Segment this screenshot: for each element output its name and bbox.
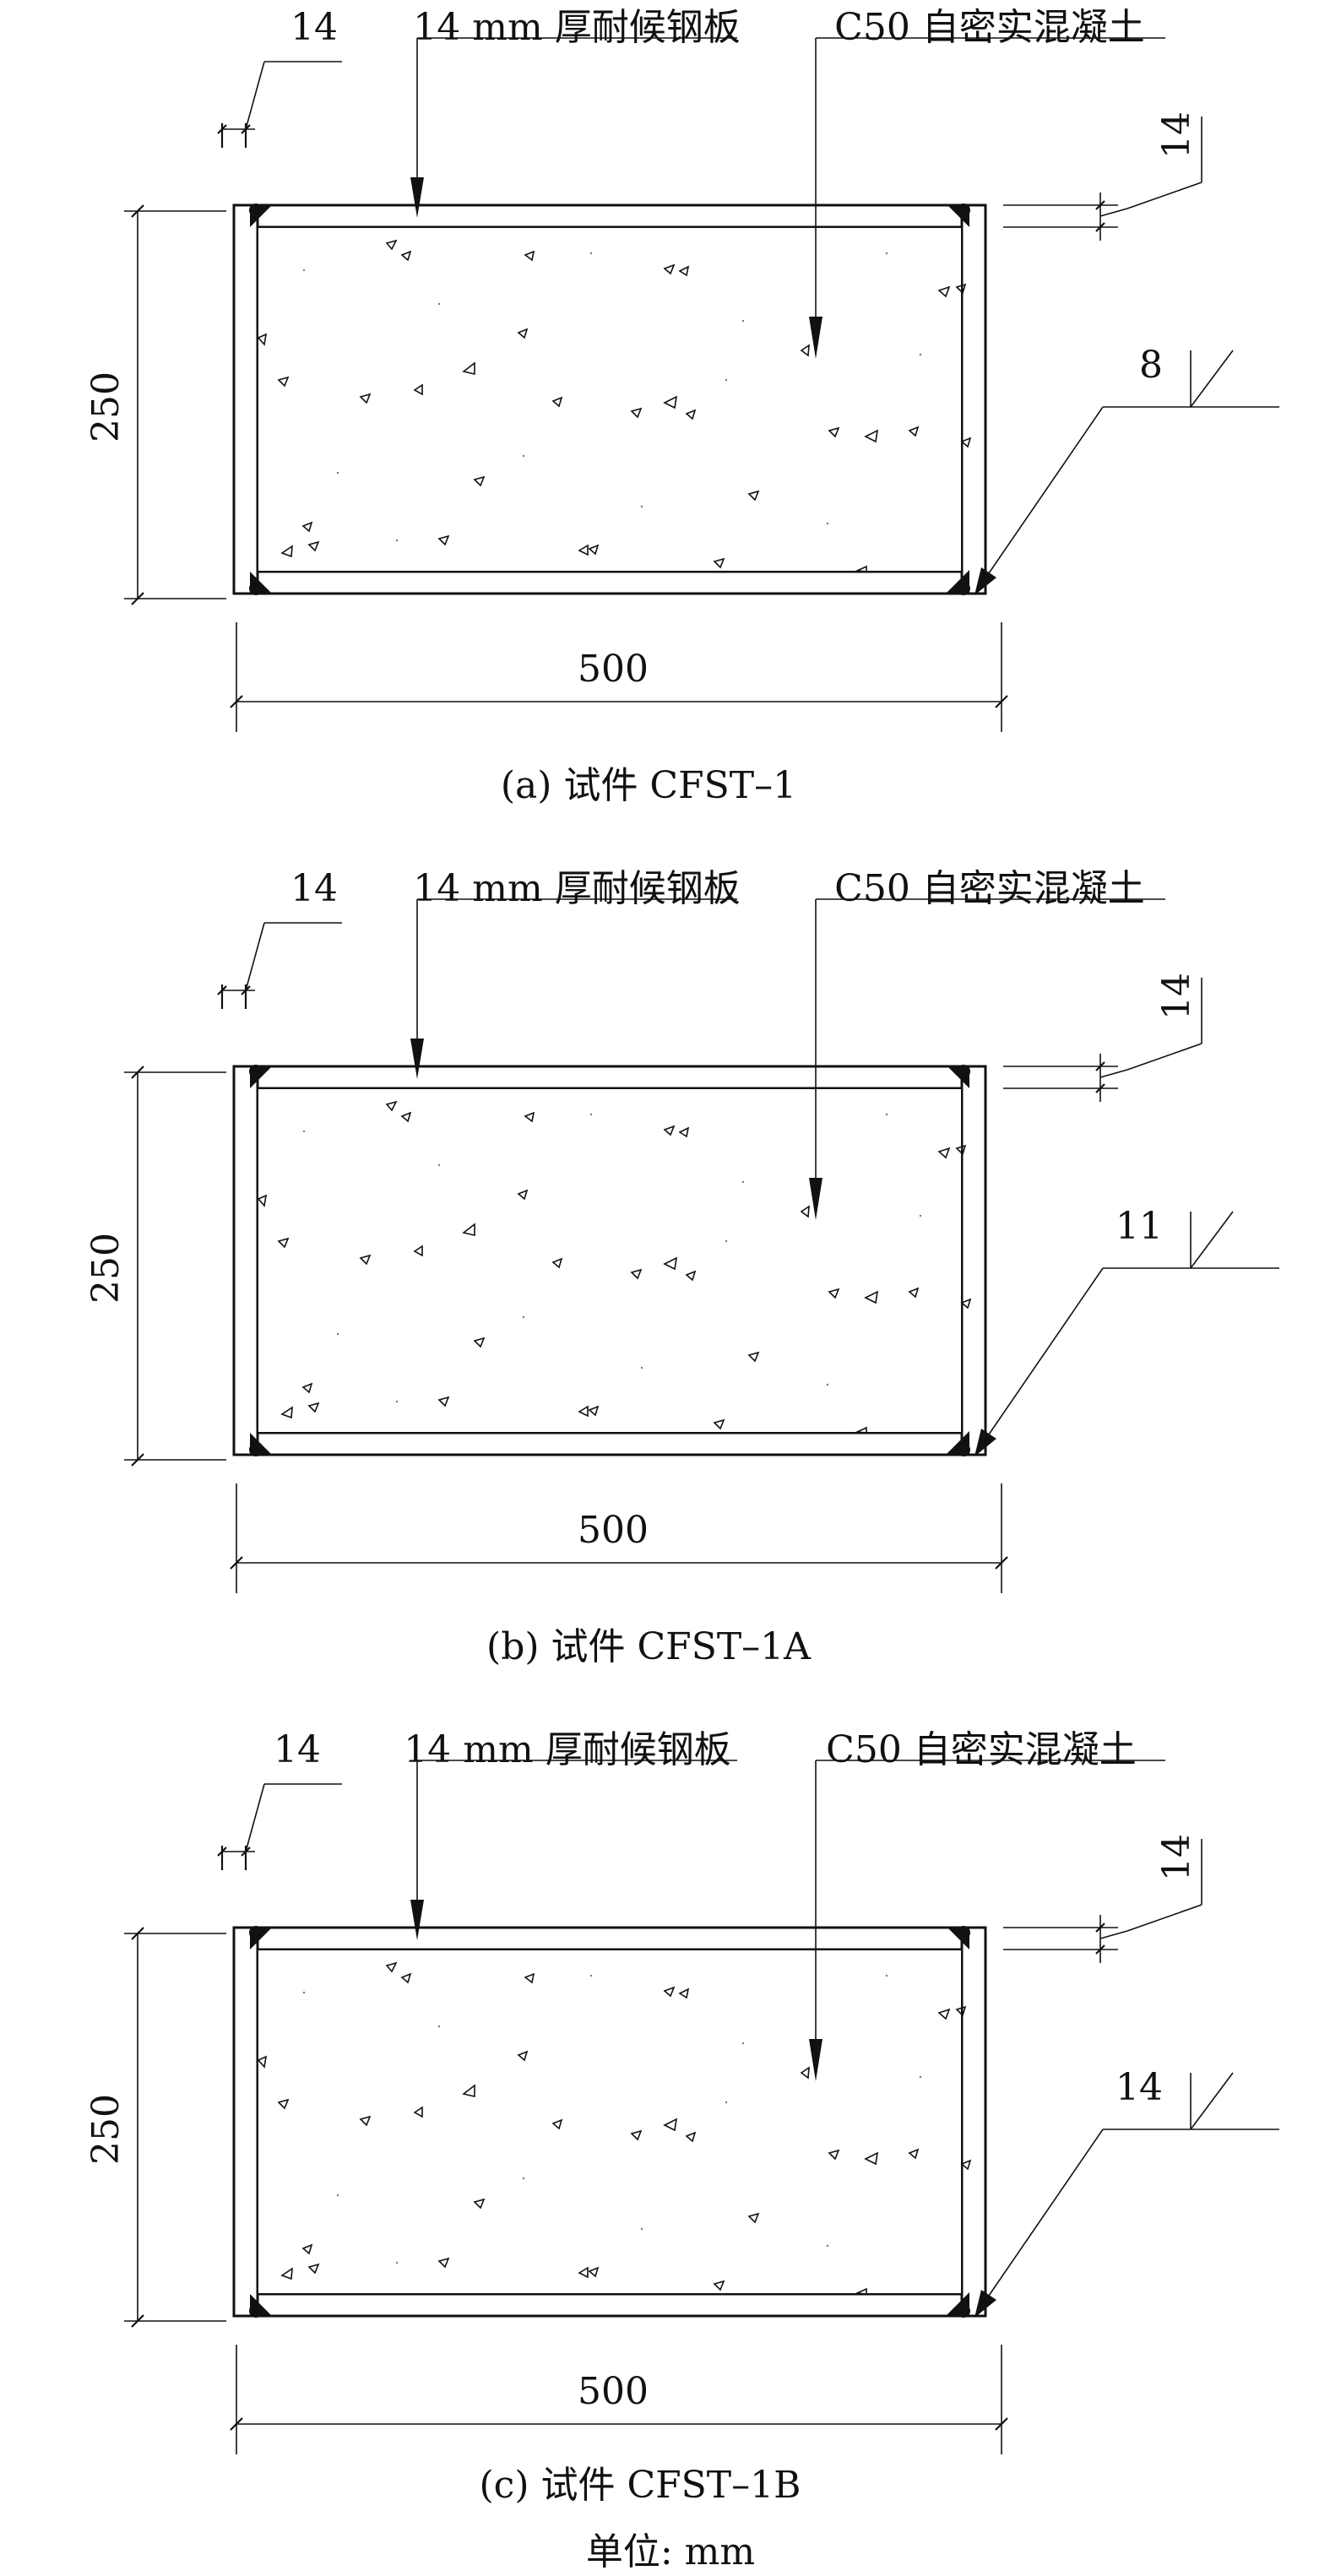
height-dimension-label: 250 xyxy=(84,371,128,442)
panel-c: 14 14 mm 厚耐候钢板 C50 自密实混凝土 14 14 250 500 … xyxy=(84,1728,1281,2507)
panel-b: 14 14 mm 厚耐候钢板 C50 自密实混凝土 14 11 250 500 … xyxy=(84,867,1281,1668)
unit-note: 单位: mm xyxy=(586,2530,755,2573)
width-dimension-label: 500 xyxy=(578,648,649,691)
concrete-label: C50 自密实混凝土 xyxy=(834,867,1145,910)
steel-plate-label: 14 mm 厚耐候钢板 xyxy=(413,867,740,910)
panel-caption: (b) 试件 CFST–1A xyxy=(486,1625,812,1668)
plate-thickness-top-label: 14 xyxy=(274,1728,321,1771)
section-drawing-a xyxy=(122,36,1281,734)
panel-caption: (a) 试件 CFST–1 xyxy=(501,764,796,807)
section-drawing-c xyxy=(122,1759,1281,2456)
section-drawing-b xyxy=(122,898,1281,1595)
plate-thickness-side-label: 14 xyxy=(1155,1834,1198,1881)
width-dimension-label: 500 xyxy=(578,2370,649,2413)
panel-caption: (c) 试件 CFST–1B xyxy=(480,2464,801,2507)
plate-thickness-side-label: 14 xyxy=(1155,111,1198,159)
plate-thickness-top-label: 14 xyxy=(290,867,338,910)
weld-size-label: 8 xyxy=(1139,344,1163,387)
weld-size-label: 11 xyxy=(1116,1205,1163,1248)
height-dimension-label: 250 xyxy=(84,2094,128,2165)
width-dimension-label: 500 xyxy=(578,1509,649,1552)
steel-plate-label: 14 mm 厚耐候钢板 xyxy=(404,1728,730,1771)
plate-thickness-top-label: 14 xyxy=(290,6,338,49)
concrete-label: C50 自密实混凝土 xyxy=(834,6,1145,49)
plate-thickness-side-label: 14 xyxy=(1155,973,1198,1020)
weld-size-label: 14 xyxy=(1116,2066,1163,2109)
concrete-label: C50 自密实混凝土 xyxy=(826,1728,1137,1771)
steel-plate-label: 14 mm 厚耐候钢板 xyxy=(413,6,740,49)
panel-a: 14 14 mm 厚耐候钢板 C50 自密实混凝土 14 8 250 500 (… xyxy=(84,6,1281,807)
height-dimension-label: 250 xyxy=(84,1233,128,1304)
